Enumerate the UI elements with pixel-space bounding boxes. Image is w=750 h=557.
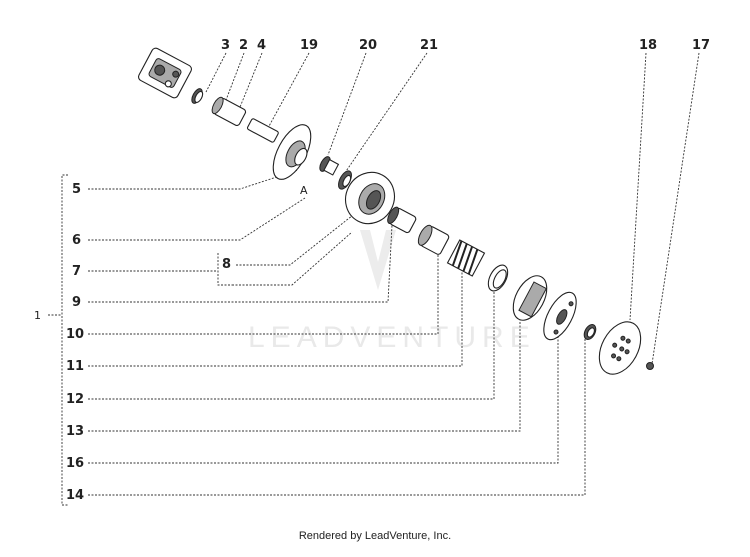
clutch-shoe-part <box>543 291 577 341</box>
parts <box>137 47 654 375</box>
footer-credit: Rendered by LeadVenture, Inc. <box>298 530 452 542</box>
callout-2: 2 <box>239 38 248 53</box>
collar-part <box>387 206 417 234</box>
top-leaders <box>205 52 700 365</box>
sleeve-part <box>417 224 450 255</box>
clutch-hub-part <box>512 275 548 321</box>
callout-9: 9 <box>72 295 81 310</box>
callout-10: 10 <box>66 327 84 342</box>
callout-12: 12 <box>66 392 84 407</box>
callout-6: 6 <box>72 233 81 248</box>
callout-14: 14 <box>66 488 84 503</box>
small-nut-part <box>646 362 654 370</box>
o-ring-part <box>487 264 509 292</box>
callout-7: 7 <box>72 264 81 279</box>
left-callouts: 5 6 7 9 10 11 12 13 16 14 <box>66 182 84 503</box>
callout-4: 4 <box>257 38 266 53</box>
fixed-sheave-part <box>272 124 312 180</box>
callout-20: 20 <box>359 38 377 53</box>
movable-sheave-part <box>344 171 396 225</box>
watermark: LEADVENTURE <box>248 230 536 354</box>
spacer-part <box>319 156 340 176</box>
top-callouts: 3 2 4 19 20 21 18 17 <box>221 38 710 53</box>
callout-16: 16 <box>66 456 84 471</box>
callout-5: 5 <box>72 182 81 197</box>
callout-1: 1 <box>34 309 41 322</box>
callout-11: 11 <box>66 359 84 374</box>
callout-18: 18 <box>639 38 657 53</box>
callout-13: 13 <box>66 424 84 439</box>
nut-part <box>583 324 597 340</box>
washer-part <box>191 88 204 104</box>
assembly-bracket: 1 <box>34 174 68 506</box>
detail-bracket: 8 A <box>217 184 373 286</box>
shaft-part <box>246 118 279 143</box>
bushing-part <box>211 96 247 127</box>
callout-21: 21 <box>420 38 438 53</box>
left-leaders <box>88 169 586 496</box>
callout-a: A <box>300 184 308 197</box>
spring-part <box>446 239 486 277</box>
callout-17: 17 <box>692 38 710 53</box>
gear-housing-part <box>137 47 193 99</box>
watermark-text: LEADVENTURE <box>248 321 536 354</box>
clutch-bell-part <box>598 321 642 375</box>
callout-19: 19 <box>300 38 318 53</box>
ring-part <box>338 170 352 190</box>
callout-8: 8 <box>222 257 231 272</box>
callout-3: 3 <box>221 38 230 53</box>
